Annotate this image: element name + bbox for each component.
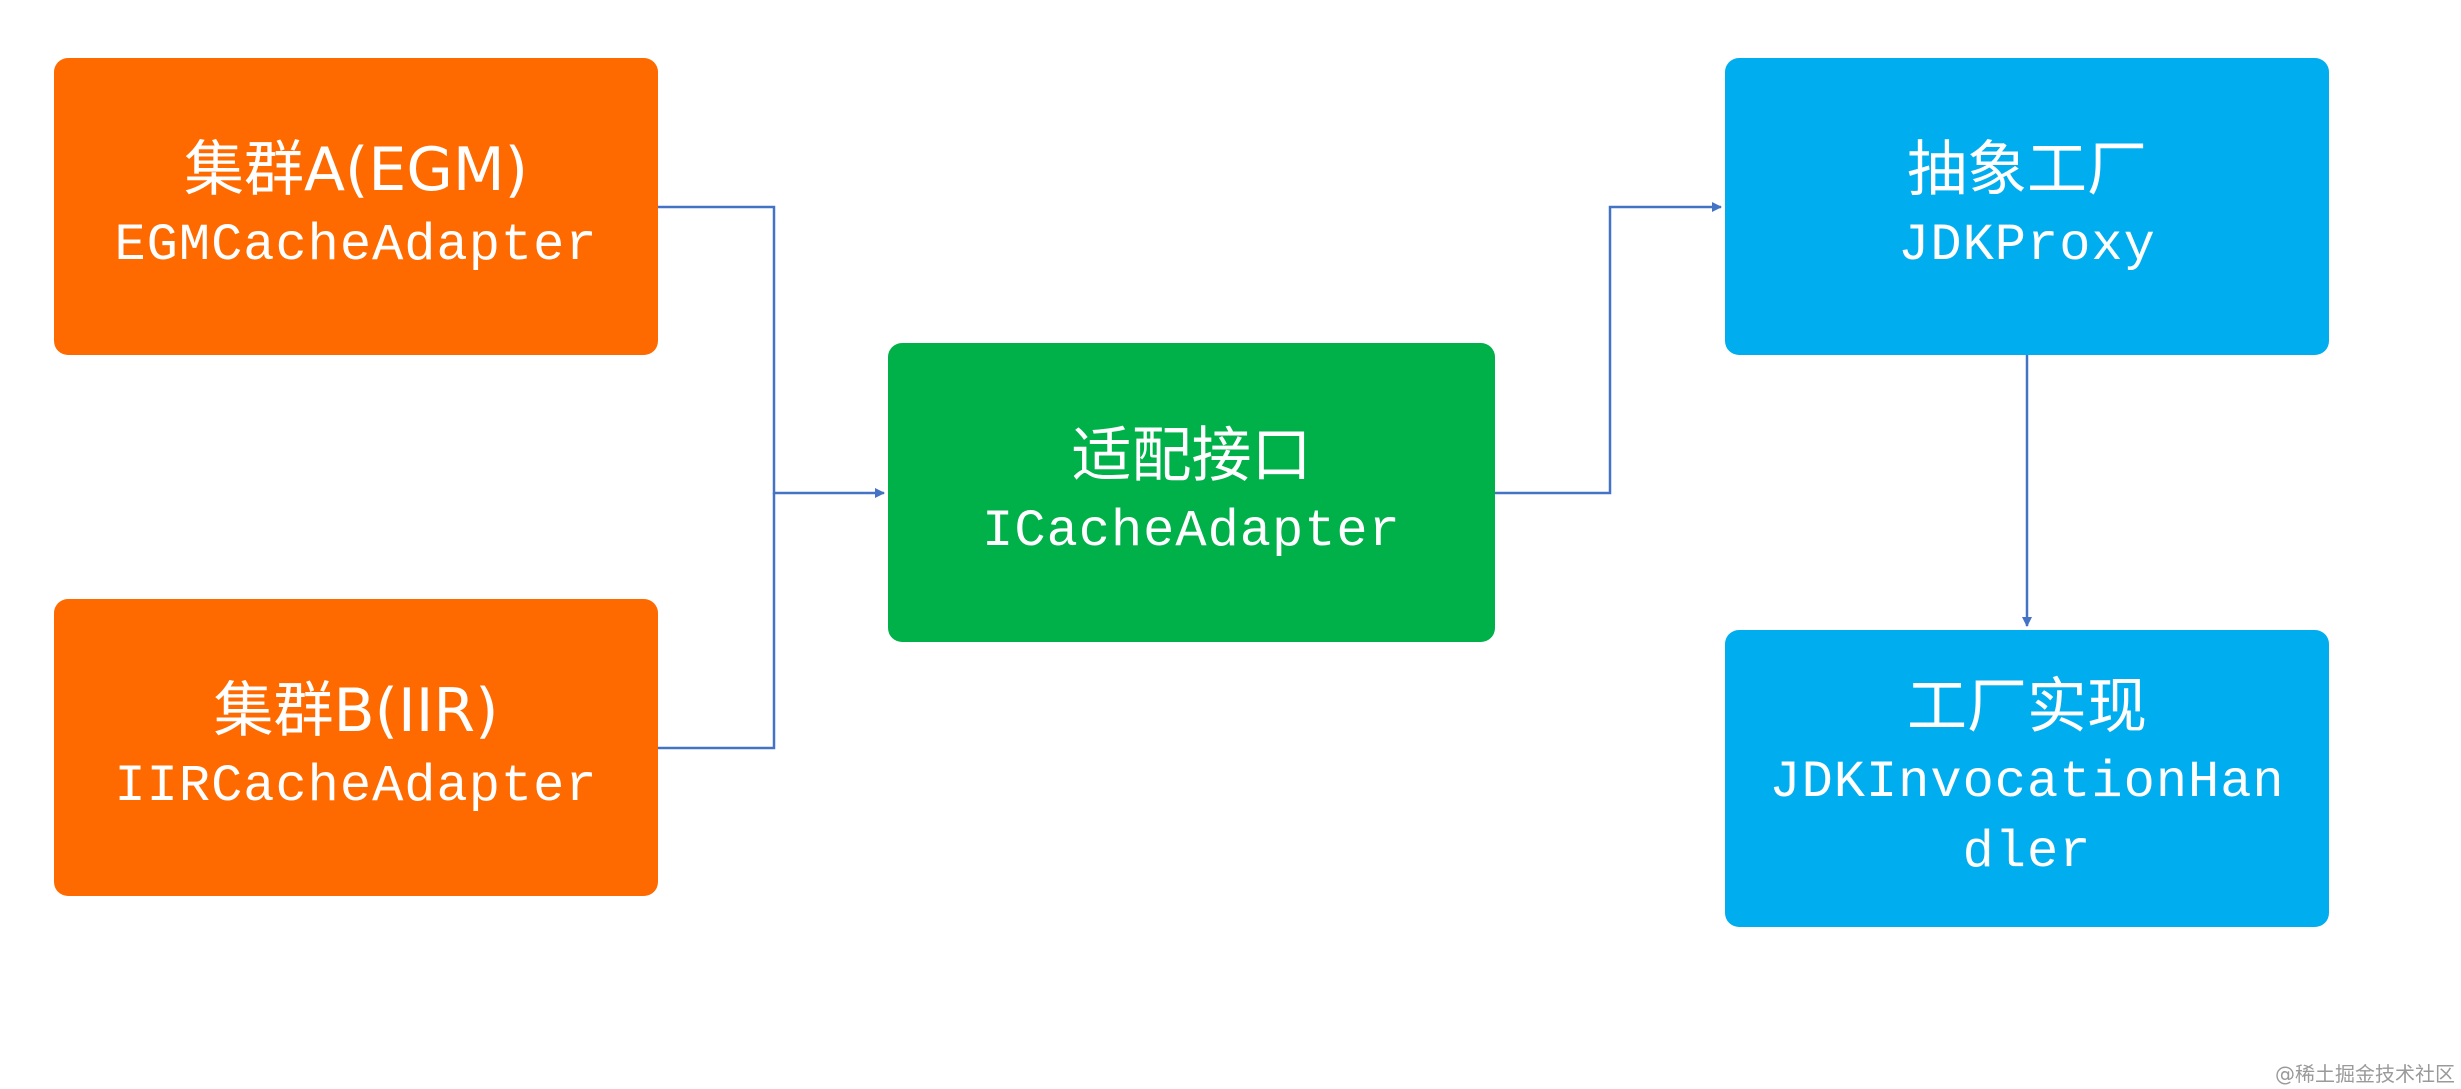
node-cluster-b-title: 集群B(IIR) — [213, 675, 499, 746]
connector-egm-to-interface — [658, 205, 885, 498]
node-factory-implementation-title: 工厂实现 — [1907, 671, 2147, 742]
node-factory-implementation-subtitle: JDKInvocationHan dler — [1769, 752, 2285, 882]
node-abstract-factory-subtitle: JDKProxy — [1898, 215, 2156, 275]
node-adapter-interface: 适配接口 ICacheAdapter — [888, 343, 1495, 642]
node-cluster-a: 集群A(EGM) EGMCacheAdapter — [54, 58, 658, 355]
node-factory-implementation: 工厂实现 JDKInvocationHan dler — [1725, 630, 2329, 927]
node-abstract-factory: 抽象工厂 JDKProxy — [1725, 58, 2329, 355]
node-cluster-a-subtitle: EGMCacheAdapter — [114, 215, 598, 275]
watermark: @稀土掘金技术社区 — [2275, 1062, 2455, 1086]
node-cluster-a-title: 集群A(EGM) — [183, 134, 529, 205]
node-adapter-interface-title: 适配接口 — [1071, 420, 1312, 491]
node-cluster-b: 集群B(IIR) IIRCacheAdapter — [54, 599, 658, 896]
node-abstract-factory-title: 抽象工厂 — [1907, 134, 2147, 205]
node-adapter-interface-subtitle: ICacheAdapter — [982, 501, 1401, 561]
connector-interface-to-proxy — [1495, 202, 1722, 495]
node-cluster-b-subtitle: IIRCacheAdapter — [114, 756, 598, 816]
connector-iir-to-interface — [658, 493, 776, 750]
